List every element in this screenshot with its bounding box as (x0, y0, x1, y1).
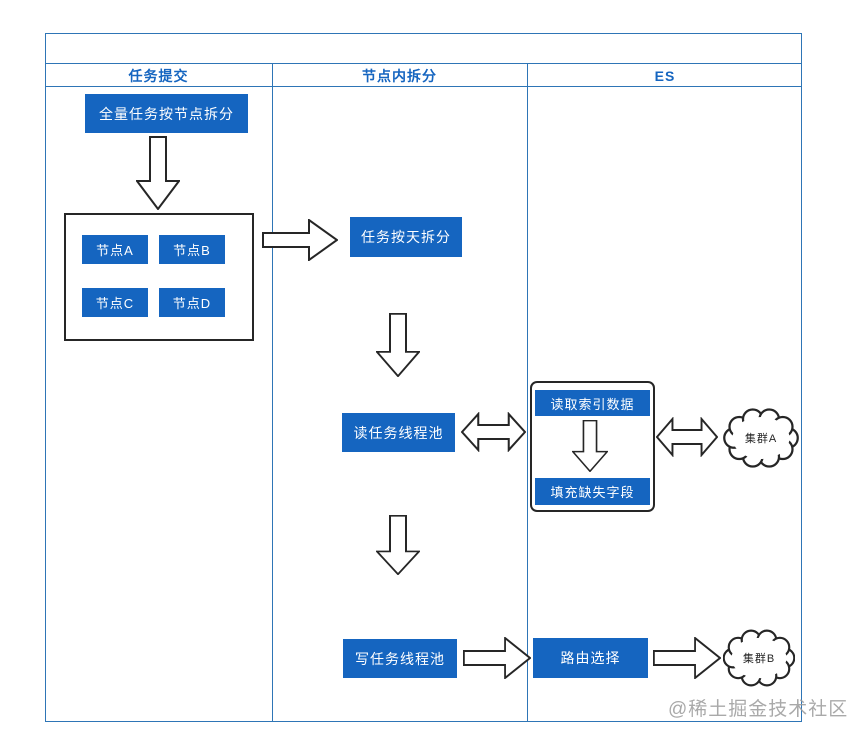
header-row-bottom-line (45, 86, 802, 87)
box-write-task-pool: 写任务线程池 (343, 639, 457, 678)
lane-header-es: ES (654, 67, 676, 84)
arrow-down-icon (572, 420, 608, 472)
lane-header-node-split: 节点内拆分 (362, 67, 437, 84)
box-fill-missing-fields: 填充缺失字段 (535, 478, 650, 505)
cloud-cluster-a-label: 集群A (744, 433, 778, 445)
box-route-select: 路由选择 (533, 638, 648, 678)
box-node-d: 节点D (159, 288, 225, 317)
box-node-c: 节点C (82, 288, 148, 317)
arrow-down-icon (136, 136, 180, 210)
arrow-double-horizontal-icon (656, 417, 718, 457)
cloud-shape (723, 408, 799, 468)
box-node-a: 节点A (82, 235, 148, 264)
box-task-split-by-day: 任务按天拆分 (350, 217, 462, 257)
watermark-text: @稀土掘金技术社区 (668, 699, 849, 720)
box-full-task-split: 全量任务按节点拆分 (85, 94, 248, 133)
arrow-right-icon (262, 219, 338, 261)
arrow-right-icon (653, 637, 721, 679)
cloud-cluster-b-label: 集群B (742, 653, 776, 665)
lane-header-task-submit: 任务提交 (128, 67, 189, 84)
box-read-task-pool: 读任务线程池 (342, 413, 455, 452)
box-read-index-data: 读取索引数据 (535, 390, 650, 416)
lane-divider-2 (527, 63, 528, 722)
lane-divider-1 (272, 63, 273, 722)
arrow-double-horizontal-icon (461, 412, 526, 452)
arrow-right-icon (463, 637, 531, 679)
cloud-shape (723, 629, 795, 687)
box-node-b: 节点B (159, 235, 225, 264)
node-group-container (64, 213, 254, 341)
header-row-top-line (45, 63, 802, 64)
arrow-down-icon (376, 313, 420, 377)
swimlane-table-frame (45, 33, 802, 722)
arrow-down-icon (376, 515, 420, 575)
